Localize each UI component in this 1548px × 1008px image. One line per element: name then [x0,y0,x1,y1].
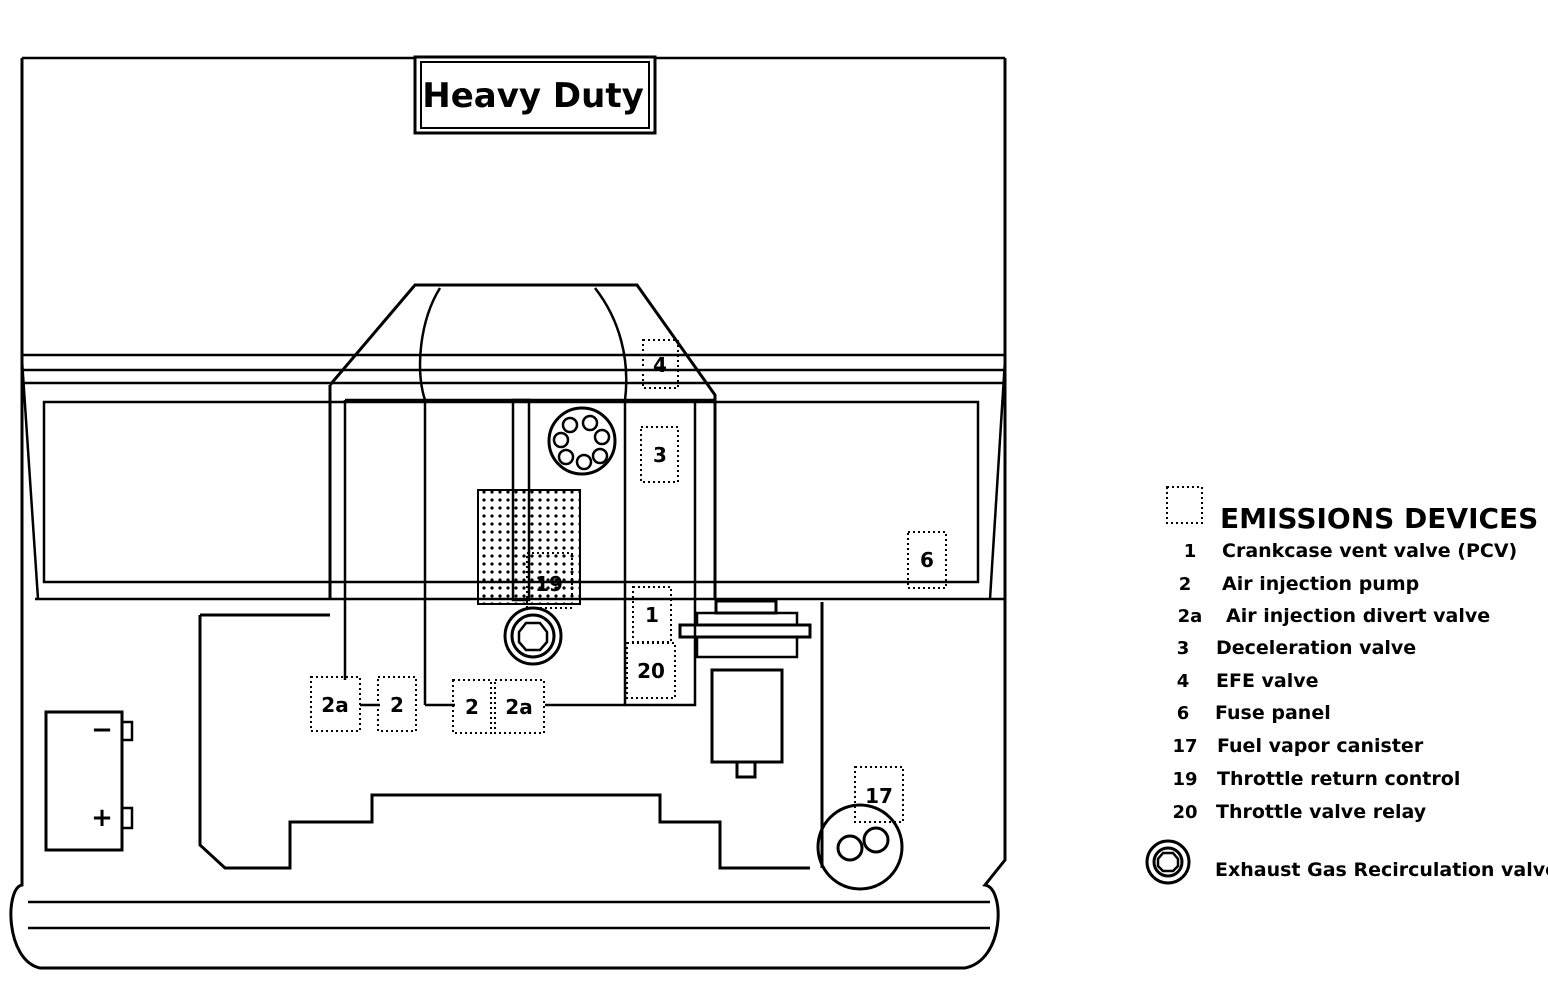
legend-egr-text: Exhaust Gas Recirculation valve [1215,859,1548,881]
legend-num-17: 17 [1172,736,1197,757]
page-title: Heavy Duty [422,76,643,116]
egr-valve-symbol [503,606,563,666]
vehicle-body [9,56,1007,970]
air-cleaner-hood [328,283,717,707]
battery-plus-text: + [91,803,113,833]
legend-num-2: 2 [1179,574,1192,595]
legend-num-2a: 2a [1178,606,1203,627]
air-filter-element [547,406,617,476]
legend-text-17: Fuel vapor canister [1217,735,1424,757]
label-1: 1 [645,603,659,627]
legend-text-4: EFE valve [1216,670,1319,692]
legend-text-1: Crankcase vent valve (PCV) [1222,540,1517,562]
fuel-vapor-canister [816,803,904,891]
label-19: 19 [535,572,563,596]
battery: − + [44,710,134,852]
throttle-body-grid [477,489,581,605]
legend-num-4: 4 [1177,671,1190,692]
legend-num-19: 19 [1172,769,1197,790]
legend-text-19: Throttle return control [1217,768,1460,790]
label-4: 4 [653,353,667,377]
label-2a-right: 2a [505,695,532,719]
label-2a-left: 2a [321,693,348,717]
label-6: 6 [920,548,934,572]
legend-swatch [1166,486,1203,524]
egr-legend-icon [1145,839,1191,885]
component-labels: 4 3 19 1 20 6 2a 2 2 2a 17 [310,339,947,823]
legend-text-2a: Air injection divert valve [1226,605,1490,627]
legend-text-3: Deceleration valve [1216,637,1416,659]
legend-heading: EMISSIONS DEVICES [1220,502,1538,535]
label-20: 20 [637,659,665,683]
legend-text-20: Throttle valve relay [1216,801,1427,823]
fuel-pump-assembly [678,599,812,779]
label-17: 17 [865,784,893,808]
label-2-left: 2 [390,693,404,717]
legend-text-6: Fuse panel [1215,702,1331,724]
frame-rail [198,602,824,870]
legend-num-3: 3 [1177,638,1190,659]
label-3: 3 [653,443,667,467]
legend-text-2: Air injection pump [1222,573,1419,595]
legend: EMISSIONS DEVICES 1 Crankcase vent valve… [1145,486,1548,885]
title-box: Heavy Duty [413,55,657,135]
battery-minus-text: − [91,715,113,745]
legend-num-1: 1 [1184,541,1197,562]
label-2-right: 2 [465,695,479,719]
legend-num-6: 6 [1177,703,1190,724]
legend-num-20: 20 [1172,802,1197,823]
